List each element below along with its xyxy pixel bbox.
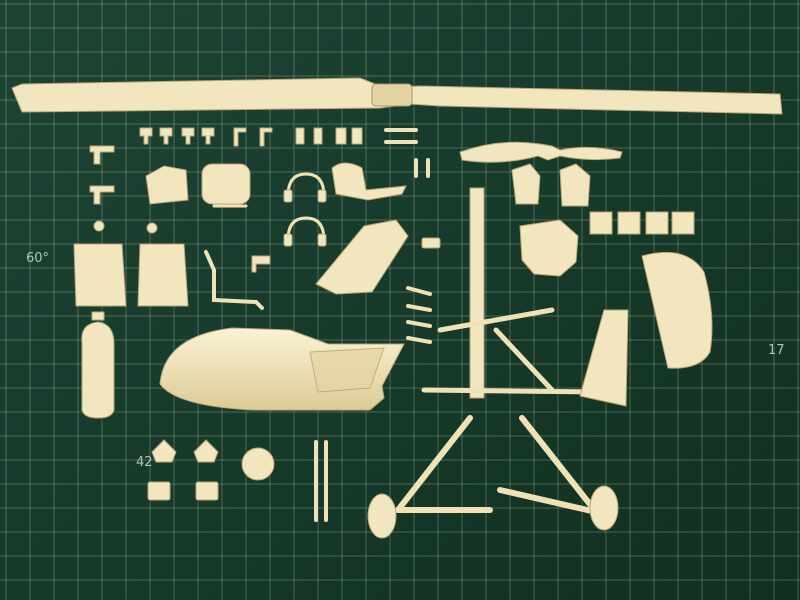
nose-cone	[641, 251, 713, 369]
engine-assembly	[519, 219, 579, 277]
mat-label-17: 17	[768, 343, 785, 358]
seat-frame	[204, 250, 271, 310]
headset-parts	[283, 172, 327, 247]
landing-gear	[367, 415, 619, 539]
cowl-pieces	[511, 163, 695, 235]
fuel-cans	[73, 243, 189, 307]
fuselage-body	[159, 327, 405, 411]
fire-extinguisher	[81, 311, 115, 419]
mat-label-60: 60°	[26, 251, 49, 266]
rotor-blade	[11, 77, 783, 115]
seat	[315, 219, 409, 295]
small-parts-row	[139, 127, 430, 178]
clip-parts	[89, 145, 158, 234]
rotor-mast	[421, 187, 603, 399]
small-bottom-parts	[147, 439, 328, 522]
tail-fin	[579, 309, 629, 407]
engine-parts	[145, 162, 407, 208]
propeller	[459, 141, 623, 163]
mat-label-42: 42	[136, 455, 153, 470]
small-pins	[406, 237, 441, 344]
